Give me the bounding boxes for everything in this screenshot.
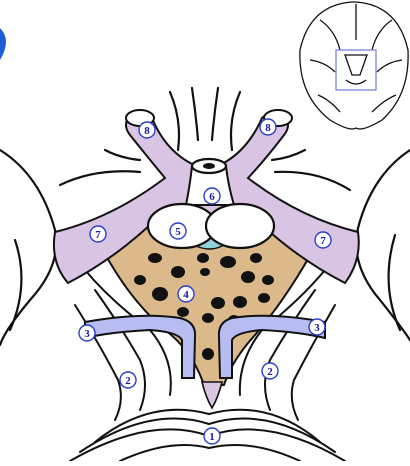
label-7-left: 7: [95, 229, 101, 241]
label-7-right: 7: [320, 235, 326, 247]
lilac-stem-tip: [202, 382, 222, 408]
label-8-right: 8: [265, 122, 271, 134]
label-5: 5: [175, 226, 181, 238]
label-8-left: 8: [144, 125, 150, 137]
label-3-right: 3: [314, 322, 320, 334]
stalk-hole: [203, 163, 215, 169]
blue-vessel-left: [85, 316, 195, 378]
brain-base-outline-icon: [300, 2, 408, 129]
label-1: 1: [209, 431, 215, 443]
round-body-right: [206, 204, 274, 248]
label-6: 6: [209, 191, 215, 203]
label-2-left: 2: [125, 375, 131, 387]
label-3-left: 3: [84, 328, 90, 340]
corner-blue-shape: [0, 28, 6, 60]
label-4: 4: [183, 289, 189, 301]
label-2-right: 2: [267, 366, 273, 378]
